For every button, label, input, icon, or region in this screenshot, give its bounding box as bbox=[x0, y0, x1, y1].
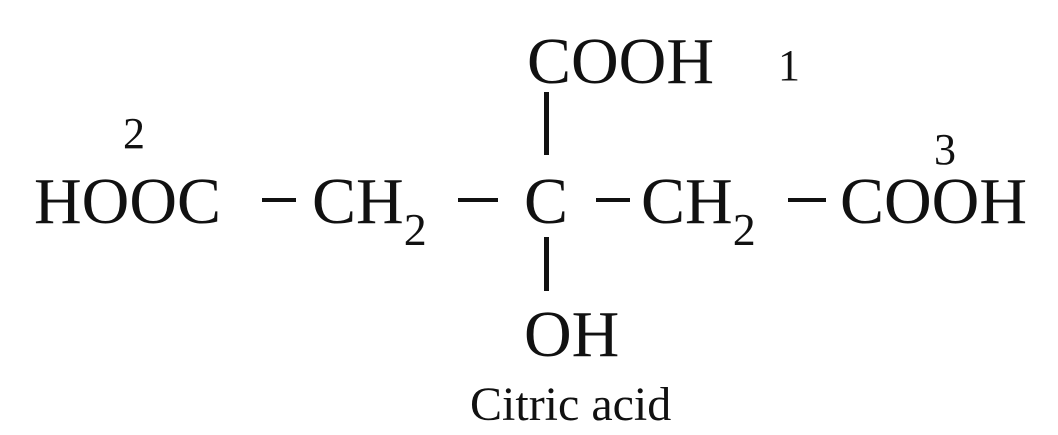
position-label-2: 2 bbox=[123, 109, 145, 158]
left-ch2-subscript: 2 bbox=[403, 204, 427, 255]
left-hooc-group: HOOC bbox=[34, 165, 222, 238]
right-ch2-group: CH2 bbox=[641, 169, 756, 253]
left-ch2-group: CH2 bbox=[312, 169, 427, 253]
left-ch2-base: CH bbox=[312, 165, 404, 238]
diagram-caption: Citric acid bbox=[470, 378, 672, 431]
position-label-3: 3 bbox=[934, 125, 956, 174]
bond-bottom-vertical bbox=[544, 237, 549, 291]
bond-top-vertical bbox=[544, 92, 549, 155]
right-cooh-group: COOH bbox=[840, 165, 1028, 238]
position-label-1: 1 bbox=[778, 41, 800, 90]
right-ch2-subscript: 2 bbox=[732, 204, 756, 255]
bond-left-2 bbox=[458, 198, 498, 202]
bond-left-1 bbox=[262, 198, 296, 202]
hydroxyl-group: OH bbox=[524, 298, 620, 371]
bond-right-1 bbox=[596, 198, 630, 202]
top-cooh-group: COOH bbox=[527, 25, 715, 98]
bond-right-2 bbox=[788, 198, 826, 202]
central-carbon: C bbox=[524, 165, 569, 238]
right-ch2-base: CH bbox=[641, 165, 733, 238]
